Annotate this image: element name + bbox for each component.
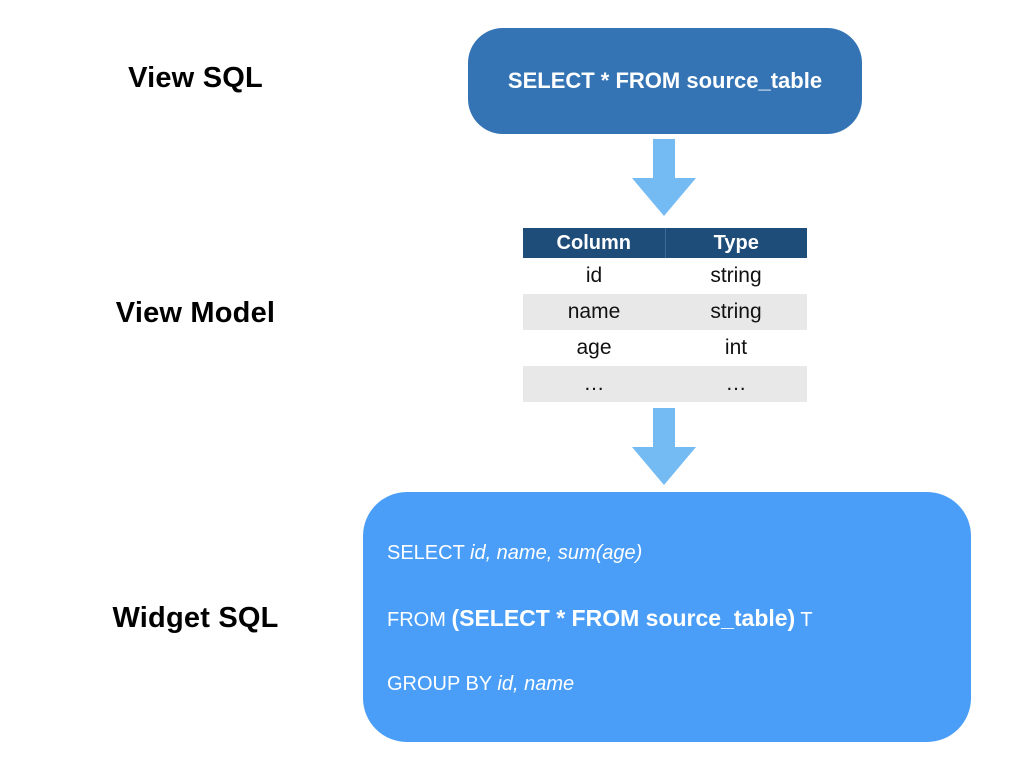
label-widget-sql: Widget SQL <box>112 602 279 634</box>
sql-segment: (SELECT * FROM source_table) <box>451 605 796 631</box>
view-sql-box: SELECT * FROM source_table <box>468 28 862 134</box>
sql-line-group-by: GROUP BY id, name <box>387 673 951 696</box>
view-model-table: Column Type id string name string age in… <box>523 228 807 402</box>
view-sql-text: SELECT * FROM source_table <box>507 68 823 93</box>
sql-line-from: FROM (SELECT * FROM source_table) T <box>387 605 951 632</box>
sql-segment: id, name, sum(age) <box>470 542 643 564</box>
table-header-row: Column Type <box>523 228 807 258</box>
down-arrow-icon <box>632 139 696 216</box>
label-view-sql: View SQL <box>128 62 263 94</box>
label-view-model: View Model <box>115 297 276 329</box>
sql-segment: FROM <box>387 609 452 631</box>
cell-column: name <box>567 300 621 323</box>
table-row: id string <box>523 258 807 294</box>
table-row: … … <box>523 366 807 402</box>
column-header: Column <box>523 228 666 258</box>
cell-type: … <box>725 372 747 395</box>
widget-sql-box: SELECT id, name, sum(age) FROM (SELECT *… <box>363 492 971 742</box>
sql-segment: T <box>795 609 813 631</box>
cell-type: string <box>710 300 762 323</box>
sql-segment: GROUP BY <box>387 673 498 695</box>
cell-type: int <box>724 336 748 359</box>
type-header: Type <box>665 228 807 258</box>
sql-segment: id, name <box>497 673 575 695</box>
table-row: name string <box>523 294 807 330</box>
cell-type: string <box>710 264 762 287</box>
table-row: age int <box>523 330 807 366</box>
sql-line-select: SELECT id, name, sum(age) <box>387 542 951 565</box>
cell-column: … <box>583 372 605 395</box>
down-arrow-icon <box>632 408 696 485</box>
cell-column: age <box>576 336 612 359</box>
cell-column: id <box>585 264 603 287</box>
sql-segment: SELECT <box>387 542 470 564</box>
